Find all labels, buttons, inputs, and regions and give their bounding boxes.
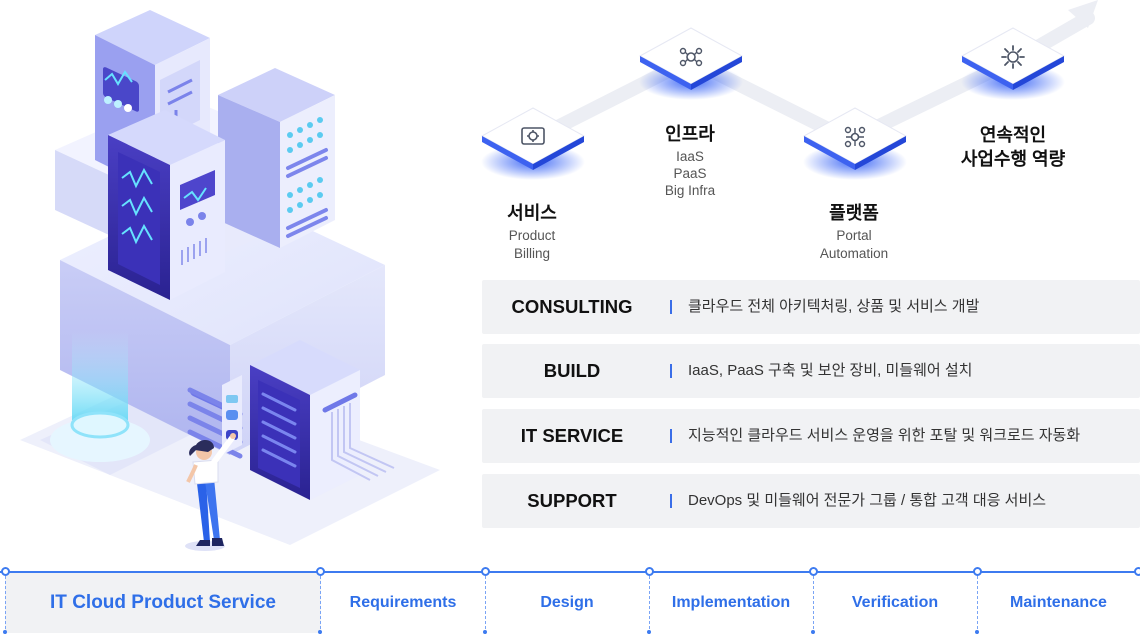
person-figure [185,433,236,551]
growth-arrow-icon [1068,0,1098,28]
service-desc: DevOps 및 미들웨어 전문가 그룹 / 통합 고객 대응 서비스 [688,492,1047,509]
step-sub-portal: Portal [836,228,872,243]
process-end-dot [318,630,322,634]
service-row-it-service: IT SERVICE 지능적인 클라우드 서비스 운영을 위한 포탈 및 워크로… [482,409,1140,463]
service-name: SUPPORT [527,490,617,511]
process-divider [485,576,486,634]
process-node [645,567,654,576]
gear-screen-icon [518,122,548,152]
process-end-dot [483,630,487,634]
service-name: BUILD [543,360,601,381]
service-desc: 지능적인 클라우드 서비스 운영을 위한 포탈 및 워크로드 자동화 [688,427,1081,444]
service-row-consulting: CONSULTING 클라우드 전체 아키텍처링, 상품 및 서비스 개발 [482,280,1140,334]
process-node [1134,567,1140,576]
step-title-continuous: 연속적인 [979,125,1047,145]
process-tab-it-cloud[interactable]: IT Cloud Product Service [50,592,276,613]
process-tab-maintenance[interactable]: Maintenance [1010,594,1107,611]
process-tab-implementation[interactable]: Implementation [671,594,791,611]
step-node-platform [800,102,910,180]
process-end-dot [975,630,979,634]
process-node [1,567,10,576]
process-end-dot [3,630,7,634]
divider [670,494,672,508]
network-nodes-icon [676,42,706,72]
step-title-platform: 플랫폼 [829,203,879,223]
server-illustration [0,0,470,560]
service-row-build: BUILD IaaS, PaaS 구축 및 보안 장비, 미들웨어 설치 [482,344,1140,398]
process-divider [649,576,650,634]
service-row-support: SUPPORT DevOps 및 미들웨어 전문가 그룹 / 통합 고객 대응 … [482,474,1140,528]
step-sub-iaas: IaaS [676,149,704,164]
service-name: CONSULTING [511,296,633,317]
service-desc: 클라우드 전체 아키텍처링, 상품 및 서비스 개발 [688,298,980,315]
process-tab-verification[interactable]: Verification [851,594,939,611]
process-end-dot [811,630,815,634]
platform-nodes-icon [840,122,870,152]
process-tab-requirements[interactable]: Requirements [349,594,457,611]
service-name: IT SERVICE [520,425,624,446]
step-sub-billing: Billing [513,246,551,261]
step-node-capability [958,22,1068,100]
step-title-capability: 사업수행 역량 [960,149,1066,169]
process-node [316,567,325,576]
process-tab-design[interactable]: Design [540,594,594,611]
process-node [481,567,490,576]
step-sub-big-infra: Big Infra [664,183,716,198]
step-node-infra [636,22,746,100]
process-divider [320,576,321,634]
gear-icon [998,42,1028,72]
isometric-servers-graphic [20,10,440,551]
process-divider [5,576,6,634]
service-desc: IaaS, PaaS 구축 및 보안 장비, 미들웨어 설치 [688,362,973,379]
divider [670,429,672,443]
process-divider [977,576,978,634]
step-title-infra: 인프라 [665,124,715,144]
process-node [973,567,982,576]
process-active-bg [5,573,321,633]
step-node-service [478,102,588,180]
step-sub-product: Product [508,228,556,243]
step-sub-automation: Automation [819,246,889,261]
divider [670,364,672,378]
divider [670,300,672,314]
step-title-service: 서비스 [507,203,557,223]
process-node [809,567,818,576]
process-line [0,571,1140,573]
step-sub-paas: PaaS [673,166,707,181]
process-divider [813,576,814,634]
process-end-dot [647,630,651,634]
